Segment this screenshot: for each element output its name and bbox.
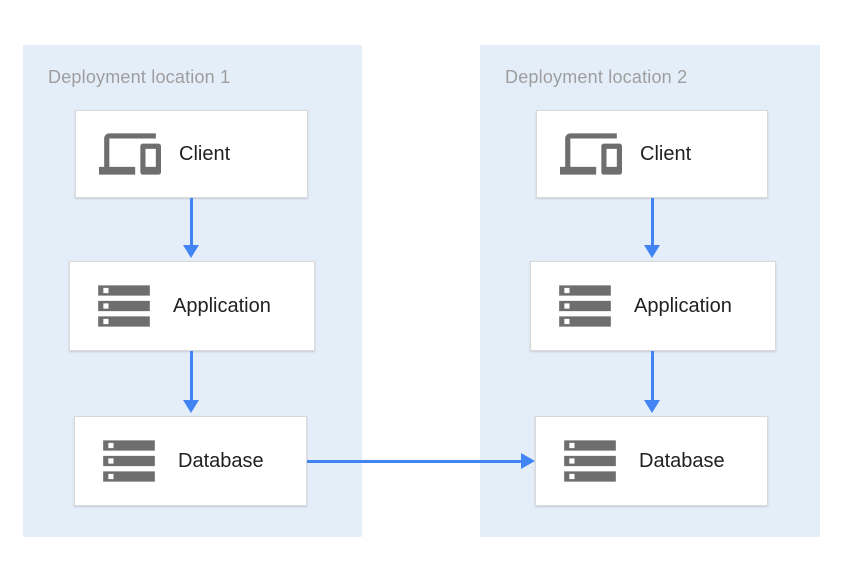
client-node: Client	[75, 110, 308, 198]
deployment-location-2-panel: Deployment location 2 Client Application	[480, 45, 820, 537]
arrow-shaft	[650, 198, 654, 245]
node-label: Client	[179, 142, 231, 165]
node-label: Client	[640, 142, 692, 165]
devices-icon	[560, 123, 622, 185]
arrow-database1-to-database2	[307, 453, 535, 469]
storage-icon	[554, 275, 616, 337]
client-node: Client	[536, 110, 768, 198]
application-node: Application	[69, 261, 315, 351]
node-label: Application	[634, 294, 732, 317]
arrow-shaft	[307, 459, 521, 463]
devices-icon	[99, 123, 161, 185]
arrow-head-down-icon	[183, 245, 199, 258]
arrow-head-right-icon	[521, 453, 535, 469]
arrow-head-down-icon	[644, 245, 660, 258]
database-node: Database	[535, 416, 768, 506]
arrow-head-down-icon	[644, 400, 660, 413]
arrow-application-to-database	[183, 351, 199, 413]
arrow-shaft	[650, 351, 654, 400]
arrow-head-down-icon	[183, 400, 199, 413]
storage-icon	[559, 430, 621, 492]
node-label: Application	[173, 294, 271, 317]
node-label: Database	[639, 449, 725, 472]
panel-title: Deployment location 1	[48, 67, 231, 87]
panel-title: Deployment location 2	[505, 67, 688, 87]
arrow-application-to-database	[644, 351, 660, 413]
arrow-client-to-application	[183, 198, 199, 258]
arrow-shaft	[189, 351, 193, 400]
storage-icon	[98, 430, 160, 492]
database-node: Database	[74, 416, 307, 506]
deployment-location-1-panel: Deployment location 1 Client Application	[23, 45, 362, 537]
application-node: Application	[530, 261, 776, 351]
node-label: Database	[178, 449, 264, 472]
arrow-shaft	[189, 198, 193, 245]
arrow-client-to-application	[644, 198, 660, 258]
storage-icon	[93, 275, 155, 337]
